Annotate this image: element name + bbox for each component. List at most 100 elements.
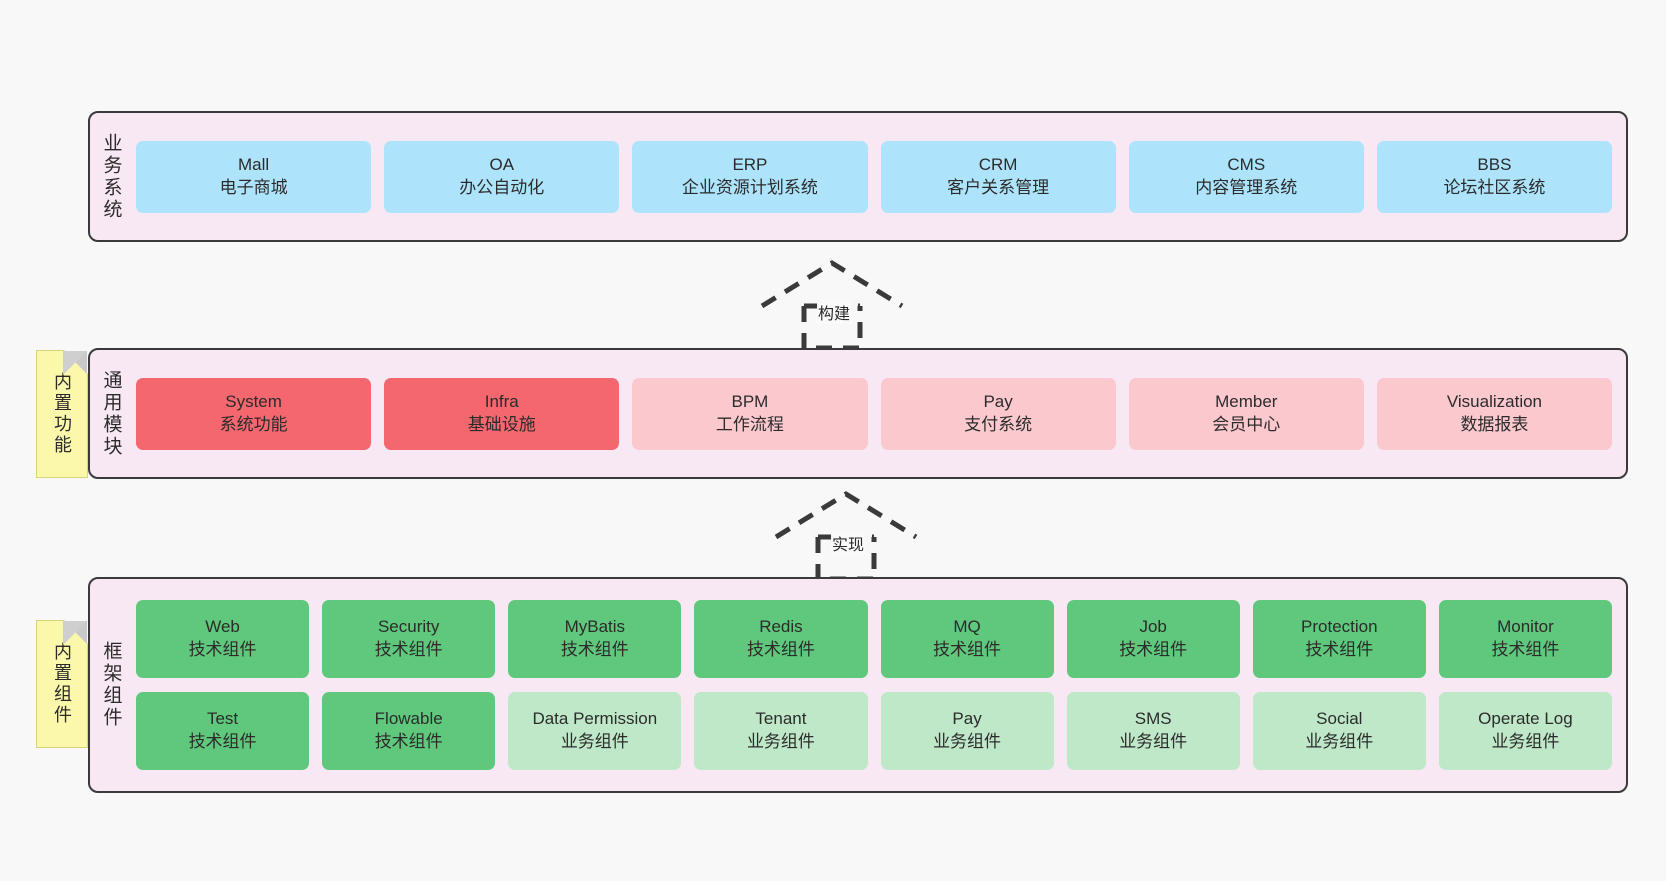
card-title: Web xyxy=(205,617,240,637)
layer-title-business-systems: 业务系统 xyxy=(100,132,122,221)
card-pay-component[interactable]: Pay 业务组件 xyxy=(880,692,1054,770)
card-subtitle: 技术组件 xyxy=(746,640,815,659)
card-subtitle: 技术组件 xyxy=(933,640,1002,659)
card-title: Flowable xyxy=(374,709,443,729)
card-pay-module[interactable]: Pay 支付系统 xyxy=(880,377,1116,450)
card-test[interactable]: Test 技术组件 xyxy=(136,692,310,770)
card-title: BBS xyxy=(1477,154,1512,174)
card-subtitle: 技术组件 xyxy=(560,640,629,659)
card-subtitle: 技术组件 xyxy=(1305,640,1374,659)
card-cms[interactable]: CMS 内容管理系统 xyxy=(1128,140,1364,213)
card-title: Pay xyxy=(952,709,982,729)
card-subtitle: 电子商城 xyxy=(219,177,288,197)
card-web[interactable]: Web 技术组件 xyxy=(136,600,310,678)
card-title: Job xyxy=(1139,617,1167,637)
card-title: System xyxy=(225,391,282,411)
card-bpm[interactable]: BPM 工作流程 xyxy=(632,377,868,450)
card-title: OA xyxy=(489,154,515,174)
note-builtin-functions: 内置功能 xyxy=(36,350,88,478)
card-operate-log[interactable]: Operate Log 业务组件 xyxy=(1438,692,1612,770)
card-sms[interactable]: SMS 业务组件 xyxy=(1066,692,1240,770)
card-monitor[interactable]: Monitor 技术组件 xyxy=(1438,600,1612,678)
connector-realize-label: 实现 xyxy=(831,531,866,555)
note-fold-icon xyxy=(64,621,87,644)
card-title: MyBatis xyxy=(564,617,626,637)
card-subtitle: 业务组件 xyxy=(1305,732,1374,751)
card-title: Operate Log xyxy=(1478,709,1573,729)
card-redis[interactable]: Redis 技术组件 xyxy=(694,600,868,678)
card-title: Tenant xyxy=(755,709,807,729)
card-row: System 系统功能 Infra 基础设施 BPM 工作流程 Pay 支付系统… xyxy=(136,377,1613,450)
card-subtitle: 论坛社区系统 xyxy=(1443,177,1546,197)
card-oa[interactable]: OA 办公自动化 xyxy=(384,140,620,213)
card-mybatis[interactable]: MyBatis 技术组件 xyxy=(508,600,682,678)
card-infra[interactable]: Infra 基础设施 xyxy=(384,377,620,450)
card-visualization[interactable]: Visualization 数据报表 xyxy=(1376,377,1613,450)
card-protection[interactable]: Protection 技术组件 xyxy=(1252,600,1426,678)
card-data-permission[interactable]: Data Permission 业务组件 xyxy=(508,692,682,770)
card-title: CMS xyxy=(1227,154,1266,174)
card-title: SMS xyxy=(1134,709,1172,729)
card-subtitle: 业务组件 xyxy=(1119,732,1188,751)
layer-body-framework-components: Web 技术组件 Security 技术组件 MyBatis 技术组件 Redi… xyxy=(132,579,1626,791)
card-subtitle: 工作流程 xyxy=(715,414,784,434)
card-title: Test xyxy=(206,709,239,729)
card-subtitle: 技术组件 xyxy=(188,640,257,659)
card-bbs[interactable]: BBS 论坛社区系统 xyxy=(1376,140,1613,213)
card-subtitle: 会员中心 xyxy=(1212,414,1281,434)
card-job[interactable]: Job 技术组件 xyxy=(1066,600,1240,678)
card-title: Member xyxy=(1215,391,1278,411)
card-title: Infra xyxy=(484,391,519,411)
card-crm[interactable]: CRM 客户关系管理 xyxy=(880,140,1116,213)
note-fold-icon xyxy=(64,351,87,374)
layer-title-framework-components: 框架组件 xyxy=(100,641,122,729)
card-subtitle: 技术组件 xyxy=(1491,640,1560,659)
card-title: Social xyxy=(1316,709,1363,729)
card-row: Mall 电子商城 OA 办公自动化 ERP 企业资源计划系统 CRM 客户关系… xyxy=(136,140,1613,213)
layer-business-systems: 业务系统 Mall 电子商城 OA 办公自动化 ERP 企业资源计划系统 CRM… xyxy=(88,111,1628,242)
note-label: 内置功能 xyxy=(52,372,72,456)
card-subtitle: 客户关系管理 xyxy=(947,177,1050,197)
card-subtitle: 业务组件 xyxy=(746,732,815,751)
note-builtin-components: 内置组件 xyxy=(36,620,88,748)
card-subtitle: 业务组件 xyxy=(1491,732,1560,751)
card-subtitle: 办公自动化 xyxy=(459,177,545,197)
card-row: Web 技术组件 Security 技术组件 MyBatis 技术组件 Redi… xyxy=(136,600,1612,678)
card-erp[interactable]: ERP 企业资源计划系统 xyxy=(632,140,868,213)
card-subtitle: 技术组件 xyxy=(374,640,443,659)
card-system[interactable]: System 系统功能 xyxy=(136,377,372,450)
card-title: Mall xyxy=(238,154,270,174)
card-mq[interactable]: MQ 技术组件 xyxy=(880,600,1054,678)
connector-build: 构建 xyxy=(757,258,907,350)
card-title: ERP xyxy=(732,154,768,174)
card-title: BPM xyxy=(731,391,769,411)
layer-framework-components: 框架组件 Web 技术组件 Security 技术组件 MyBatis 技术组件… xyxy=(88,577,1628,793)
card-social[interactable]: Social 业务组件 xyxy=(1252,692,1426,770)
card-title: Redis xyxy=(759,617,803,637)
card-subtitle: 业务组件 xyxy=(933,732,1002,751)
connector-realize: 实现 xyxy=(771,489,921,581)
card-member[interactable]: Member 会员中心 xyxy=(1128,377,1364,450)
card-subtitle: 基础设施 xyxy=(467,414,536,434)
layer-title-common-modules: 通用模块 xyxy=(100,369,122,458)
card-subtitle: 内容管理系统 xyxy=(1195,177,1298,197)
connector-build-label: 构建 xyxy=(817,300,852,324)
card-tenant[interactable]: Tenant 业务组件 xyxy=(694,692,868,770)
card-row: Test 技术组件 Flowable 技术组件 Data Permission … xyxy=(136,692,1612,770)
card-title: CRM xyxy=(978,154,1018,174)
card-subtitle: 数据报表 xyxy=(1460,414,1529,434)
note-label: 内置组件 xyxy=(52,642,72,726)
card-subtitle: 业务组件 xyxy=(560,732,629,751)
card-flowable[interactable]: Flowable 技术组件 xyxy=(322,692,496,770)
layer-body-business-systems: Mall 电子商城 OA 办公自动化 ERP 企业资源计划系统 CRM 客户关系… xyxy=(132,113,1626,240)
card-subtitle: 技术组件 xyxy=(374,732,443,751)
card-title: Data Permission xyxy=(532,709,658,729)
card-title: MQ xyxy=(953,617,981,637)
card-mall[interactable]: Mall 电子商城 xyxy=(136,140,372,213)
card-subtitle: 企业资源计划系统 xyxy=(681,177,818,197)
card-security[interactable]: Security 技术组件 xyxy=(322,600,496,678)
card-title: Pay xyxy=(983,391,1013,411)
card-title: Monitor xyxy=(1497,617,1554,637)
card-title: Protection xyxy=(1301,617,1378,637)
